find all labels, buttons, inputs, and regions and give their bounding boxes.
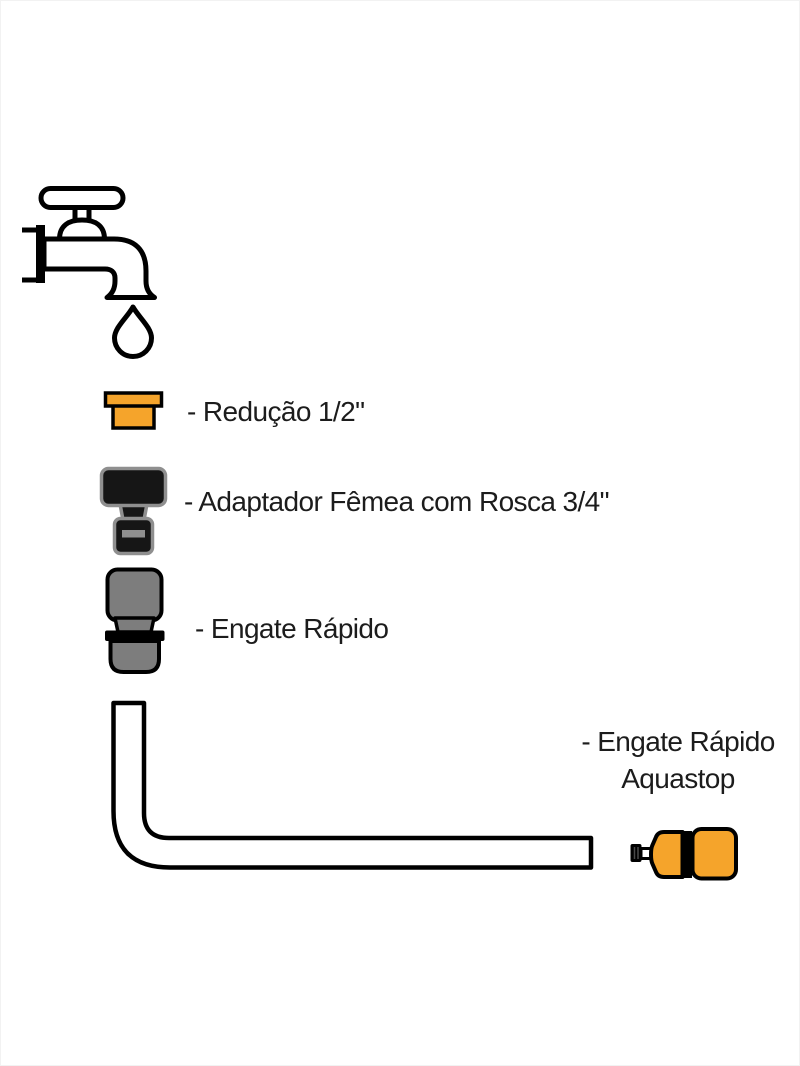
female-adapter-fitting-icon [99, 466, 168, 556]
faucet-icon [22, 186, 157, 300]
aquastop-cone [649, 830, 685, 879]
female-adapter-head [99, 466, 168, 508]
water-drop-shape [112, 304, 154, 359]
faucet-wall-pipe-top [22, 227, 45, 233]
aquastop-nipple [630, 844, 642, 862]
female-adapter-label: - Adaptador Fêmea com Rosca 3/4" [184, 486, 610, 517]
water-drop-icon [112, 304, 154, 359]
aquastop-label-line2: Aquastop [621, 763, 735, 794]
faucet-body-spout [41, 236, 157, 300]
aquastop-label-line1: - Engate Rápido [581, 726, 775, 757]
hose-icon [111, 700, 594, 870]
hose-tube [111, 700, 594, 870]
quick-connector-tail [108, 639, 161, 674]
aquastop-head [690, 827, 738, 881]
quick-connector-ring [105, 630, 165, 641]
female-adapter-tail-groove [122, 530, 145, 538]
quick-connector-label: - Engate Rápido [195, 613, 389, 644]
faucet-valve-dome [57, 217, 107, 242]
faucet-wall-bracket [36, 225, 45, 283]
aquastop-nipple-ridges [633, 847, 639, 859]
aquastop-label: - Engate Rápido Aquastop [563, 723, 793, 797]
faucet-handle [38, 186, 126, 210]
reducer-body [111, 403, 156, 430]
reducer-label: - Redução 1/2" [187, 396, 365, 427]
quick-connector-fitting-icon [105, 567, 165, 674]
aquastop-connector-fitting-icon [630, 827, 738, 881]
aquastop-ring [681, 831, 692, 878]
faucet-wall-pipe-bottom [22, 277, 45, 283]
quick-connector-neck [113, 616, 156, 634]
reducer-flange [103, 391, 164, 408]
reducer-fitting-icon [103, 391, 164, 430]
quick-connector-head [105, 567, 164, 623]
